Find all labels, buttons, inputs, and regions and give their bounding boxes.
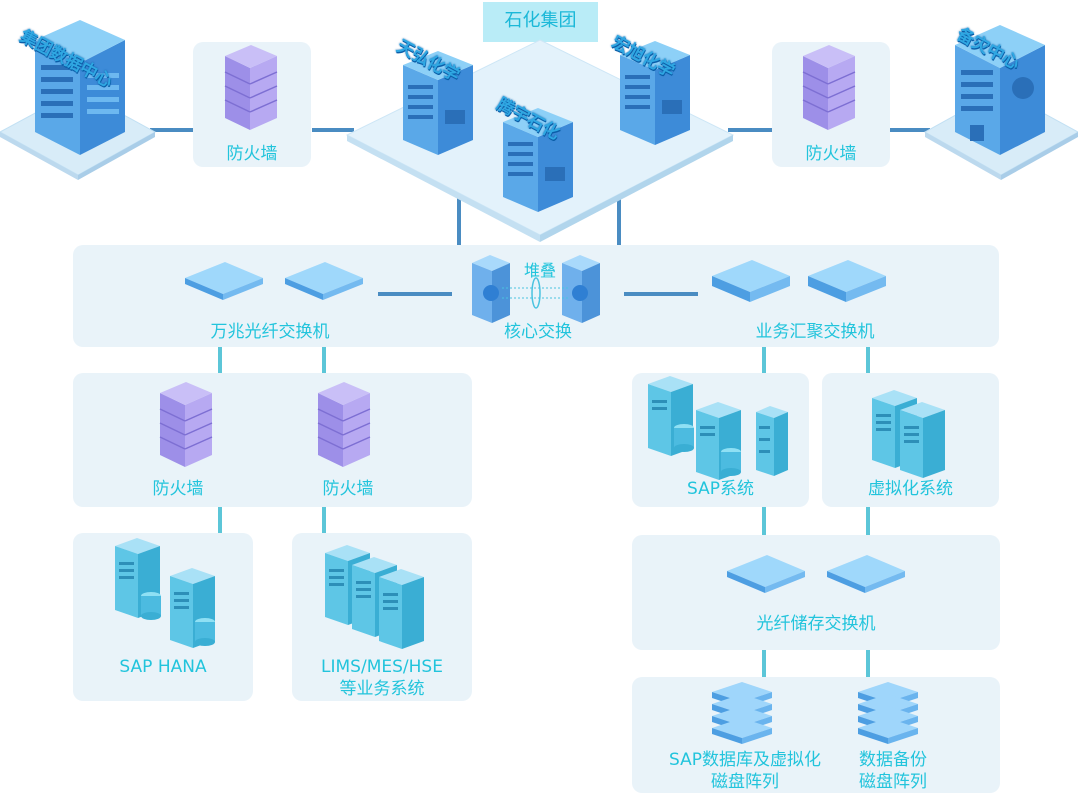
link-campus-core-2 — [617, 195, 621, 247]
firewall-icon — [802, 45, 856, 130]
firewall-icon — [317, 382, 371, 467]
disk-array-icon — [712, 682, 772, 744]
virtual-server-icon — [872, 390, 945, 478]
disk1-label-line2: 磁盘阵列 — [711, 772, 779, 792]
disk-array-icon — [858, 682, 918, 744]
link-fw2-lims — [322, 507, 326, 535]
storage-switch-icon — [827, 555, 905, 593]
link-sap-storage — [762, 507, 766, 537]
campus-building-2-icon — [620, 41, 690, 145]
firewall-icon — [224, 45, 278, 130]
fiber-switch-icon — [285, 262, 363, 300]
storage-switch-label: 光纤储存交换机 — [756, 614, 876, 634]
link-fw1-hana — [218, 507, 222, 535]
stack-label: 堆叠 — [523, 261, 556, 280]
disk2-label-line2: 磁盘阵列 — [859, 772, 927, 792]
fiber-switch-icon — [185, 262, 263, 300]
storage-switch-panel — [632, 535, 1000, 650]
disk2-label-line1: 数据备份 — [859, 750, 927, 770]
left-datacenter-building-icon — [35, 20, 125, 155]
link-core-fw1 — [218, 347, 222, 375]
link-storage-disk1 — [762, 650, 766, 678]
link-core-virt — [866, 347, 870, 375]
left-fw2-label: 防火墙 — [322, 479, 374, 499]
virtual-system-label: 虚拟化系统 — [868, 479, 953, 499]
sap-hana-panel — [73, 533, 253, 701]
fiber-switch-label: 万兆光纤交换机 — [210, 322, 330, 342]
lims-label-line1: LIMS/MES/HSE — [321, 657, 443, 677]
link-core-agg — [624, 292, 698, 296]
sap-hana-label: SAP HANA — [119, 657, 207, 677]
core-switch-label: 核心交换 — [504, 322, 572, 342]
link-storage-disk2 — [866, 650, 870, 678]
left-fw-panel — [73, 373, 472, 507]
link-core-sap — [762, 347, 766, 375]
server-cluster-icon — [325, 545, 424, 649]
fw-left-label: 防火墙 — [226, 144, 278, 164]
link-virt-storage — [866, 507, 870, 537]
agg-switch-label: 业务汇聚交换机 — [755, 322, 875, 342]
link-campus-core-1 — [457, 195, 461, 247]
lims-label-line2: 等业务系统 — [339, 679, 425, 699]
disk-array-panel — [632, 677, 1000, 793]
core-switch-icon — [472, 255, 600, 323]
fw-right-label: 防火墙 — [805, 144, 857, 164]
group-title: 石化集团 — [483, 2, 598, 42]
right-dr-building-icon — [955, 25, 1045, 155]
sap-server-icon — [648, 376, 788, 480]
link-core-fw2 — [322, 347, 326, 375]
link-dc-fw — [150, 128, 195, 132]
disk1-label-line1: SAP数据库及虚拟化 — [669, 750, 821, 770]
aggregation-switch-icon — [808, 260, 886, 302]
link-fw-dr — [890, 128, 930, 132]
campus-building-1-icon — [403, 51, 473, 155]
campus-building-3-icon — [503, 108, 573, 212]
storage-switch-icon — [727, 555, 805, 593]
link-fiber-core — [378, 292, 452, 296]
left-fw1-label: 防火墙 — [152, 479, 204, 499]
link-fw-campus — [312, 128, 354, 132]
link-campus-fw — [728, 128, 773, 132]
firewall-icon — [159, 382, 213, 467]
database-server-icon — [115, 538, 215, 648]
aggregation-switch-icon — [712, 260, 790, 302]
sap-system-label: SAP系统 — [687, 479, 754, 499]
